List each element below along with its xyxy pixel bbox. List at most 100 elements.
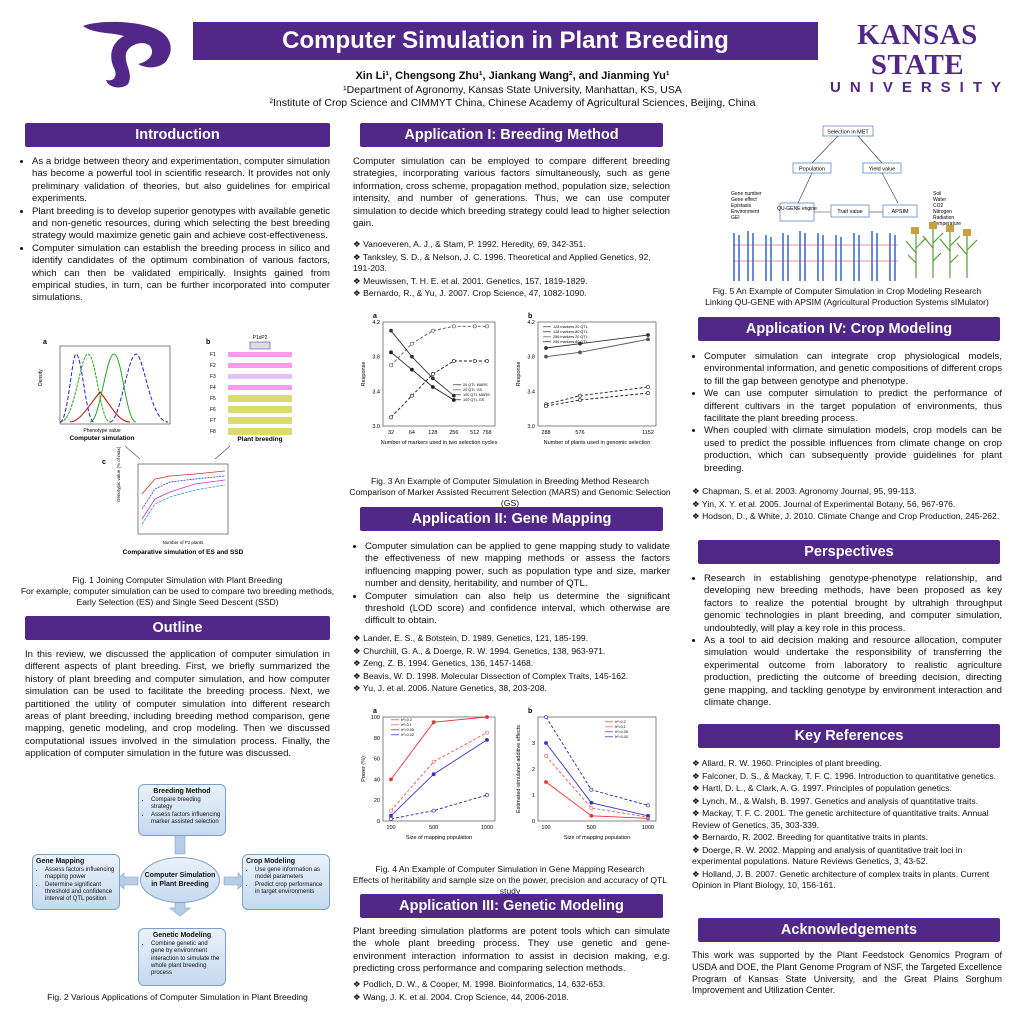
acknowledgements-heading: Acknowledgements — [698, 918, 1000, 942]
app2-references: ❖ Lander, E. S., & Botstein, D. 1989. Ge… — [353, 633, 670, 696]
data-point — [472, 359, 477, 363]
fig1-caption: Fig. 1 Joining Computer Simulation with … — [20, 575, 335, 608]
reference-item: ❖ Vanoeveren, A. J., & Stam, P. 1992. He… — [353, 239, 586, 249]
x-axis-label: Size of mapping population — [406, 835, 472, 841]
fig3-caption-body: Comparison of Marker Assisted Recurrent … — [349, 487, 671, 508]
app3-references: ❖ Podlich, D. W., & Cooper, M. 1998. Bio… — [353, 979, 670, 1004]
fig1-b-caption: Plant breeding — [237, 436, 282, 443]
series-line — [545, 386, 649, 405]
data-point — [646, 391, 650, 395]
legend-entry: 20 QTL GS — [463, 388, 483, 392]
data-point — [544, 354, 548, 359]
reference-item: ❖ Podlich, D. W., & Cooper, M. 1998. Bio… — [353, 979, 606, 989]
y-tick-label: 1 — [532, 793, 535, 799]
svg-text:F4: F4 — [210, 385, 216, 391]
intro-bullet: As a bridge between theory and experimen… — [32, 156, 330, 206]
fig2-right-title: Crop Modeling — [246, 858, 295, 865]
kstate-wordmark: KANSAS STATE UNIVERSITY — [830, 20, 1005, 96]
y-tick-label: 4.2 — [527, 320, 535, 326]
data-point — [389, 813, 393, 818]
y-tick-label: 0 — [377, 819, 380, 825]
university-logo — [83, 21, 171, 88]
reference-item: ❖ Bernardo, R. 2002. Breeding for quanti… — [692, 832, 929, 842]
svg-text:F6: F6 — [210, 407, 216, 413]
fig5-trait: Trait value — [837, 209, 862, 215]
fig4-caption: Fig. 4 An Example of Computer Simulation… — [345, 864, 675, 897]
reference-item: ❖ Allard, R. W. 1960. Principles of plan… — [692, 758, 882, 768]
data-point — [431, 759, 436, 764]
fig5-caption: Fig. 5 An Example of Computer Simulation… — [692, 286, 1002, 308]
data-point — [589, 813, 594, 818]
fig2-crop-modeling-box: Crop Modeling Use gene information as mo… — [242, 854, 330, 910]
fig5-apsim: APSIM — [891, 209, 909, 215]
y-tick-label: 3.0 — [372, 424, 380, 430]
panel-label: b — [528, 708, 532, 715]
outline-heading: Outline — [25, 616, 330, 640]
app2-bullet: Computer simulation can be applied to ge… — [365, 541, 670, 591]
series-line — [390, 732, 488, 811]
data-point — [389, 350, 393, 355]
x-axis-label: Size of mapping population — [564, 835, 630, 841]
data-point — [389, 415, 393, 420]
series-line — [545, 781, 649, 819]
legend-entry: h²=0.05 — [615, 730, 628, 734]
app4-bullet: We can use computer simulation to predic… — [704, 388, 1002, 425]
series-line — [390, 351, 455, 401]
perspectives-bullet: Research in establishing genotype-phenot… — [704, 573, 1002, 635]
fig3-caption: Fig. 3 An Example of Computer Simulation… — [345, 476, 675, 509]
app2-text: Computer simulation can be applied to ge… — [353, 541, 670, 628]
svg-text:F7: F7 — [210, 418, 216, 424]
legend-entry: 20 QTL MARS — [463, 383, 488, 387]
fig5-yield: Yield value — [869, 167, 896, 173]
legend-entry: 128 markers 20 QTL — [553, 325, 588, 329]
data-point — [389, 328, 393, 333]
data-point — [389, 777, 393, 782]
x-tick-label: 1000 — [481, 825, 493, 831]
legend-entry: 256 markers 80 QTL — [553, 340, 588, 344]
reference-item: ❖ Mackay, T. F. C. 2001. The genetic arc… — [692, 808, 989, 830]
data-point — [430, 328, 435, 333]
affiliation-1: ¹Department of Agronomy, Kansas State Un… — [343, 83, 682, 96]
y-tick-label: 3.0 — [527, 424, 535, 430]
reference-item: ❖ Yin, X. Y. et al. 2005. Journal of Exp… — [692, 498, 956, 509]
x-tick-label: 288 — [541, 430, 550, 436]
fig1b-generations: F1 F2 F3 F4 F5 F6 F7 F8 — [210, 352, 216, 435]
key-references-heading: Key References — [698, 724, 1000, 748]
fig2-center-node: Computer Simulation in Plant Breeding — [140, 857, 220, 903]
svg-text:F8: F8 — [210, 429, 216, 435]
series-line — [545, 742, 649, 817]
series-line — [390, 330, 455, 397]
series-line — [390, 739, 488, 817]
reference-item: ❖ Lynch, M., & Walsh, B. 1997. Genetics … — [692, 795, 979, 806]
svg-text:F2: F2 — [210, 363, 216, 369]
data-point — [544, 346, 548, 350]
data-point — [646, 803, 650, 808]
fig1-a-label: a — [43, 339, 47, 346]
data-point — [578, 398, 582, 402]
y-tick-label: 3.4 — [527, 389, 535, 395]
app4-heading: Application IV: Crop Modeling — [698, 317, 1000, 341]
fig1-b-label: b — [206, 339, 210, 346]
author-block: Xin Li¹, Chengsong Zhu¹, Jiankang Wang²,… — [180, 70, 845, 111]
fig2-left-title: Gene Mapping — [36, 858, 85, 865]
data-point — [410, 341, 414, 346]
series-line — [390, 325, 487, 366]
plot-frame — [537, 321, 657, 427]
reference-item: ❖ Lander, E. S., & Botstein, D. 1989. Ge… — [353, 633, 589, 643]
reference-item: ❖ Hodson, D., & White, J. 2010. Climate … — [692, 511, 1000, 521]
reference-item: ❖ Bernardo, R., & Yu, J. 2007. Crop Scie… — [353, 288, 587, 298]
fig5-crop-plants — [905, 222, 978, 278]
data-point — [389, 363, 393, 368]
fig2-top-title: Breeding Method — [153, 788, 211, 795]
y-tick-label: 100 — [371, 715, 380, 721]
data-point — [430, 372, 435, 376]
data-point — [544, 780, 548, 784]
legend-entry: h²=0.2 — [401, 718, 412, 722]
data-point — [485, 793, 489, 797]
fig1-caption-body: For example, computer simulation can be … — [20, 586, 335, 607]
data-point — [431, 720, 436, 725]
y-tick-label: 80 — [374, 736, 380, 742]
fig5-engine: QU-GENE engine — [777, 206, 817, 212]
